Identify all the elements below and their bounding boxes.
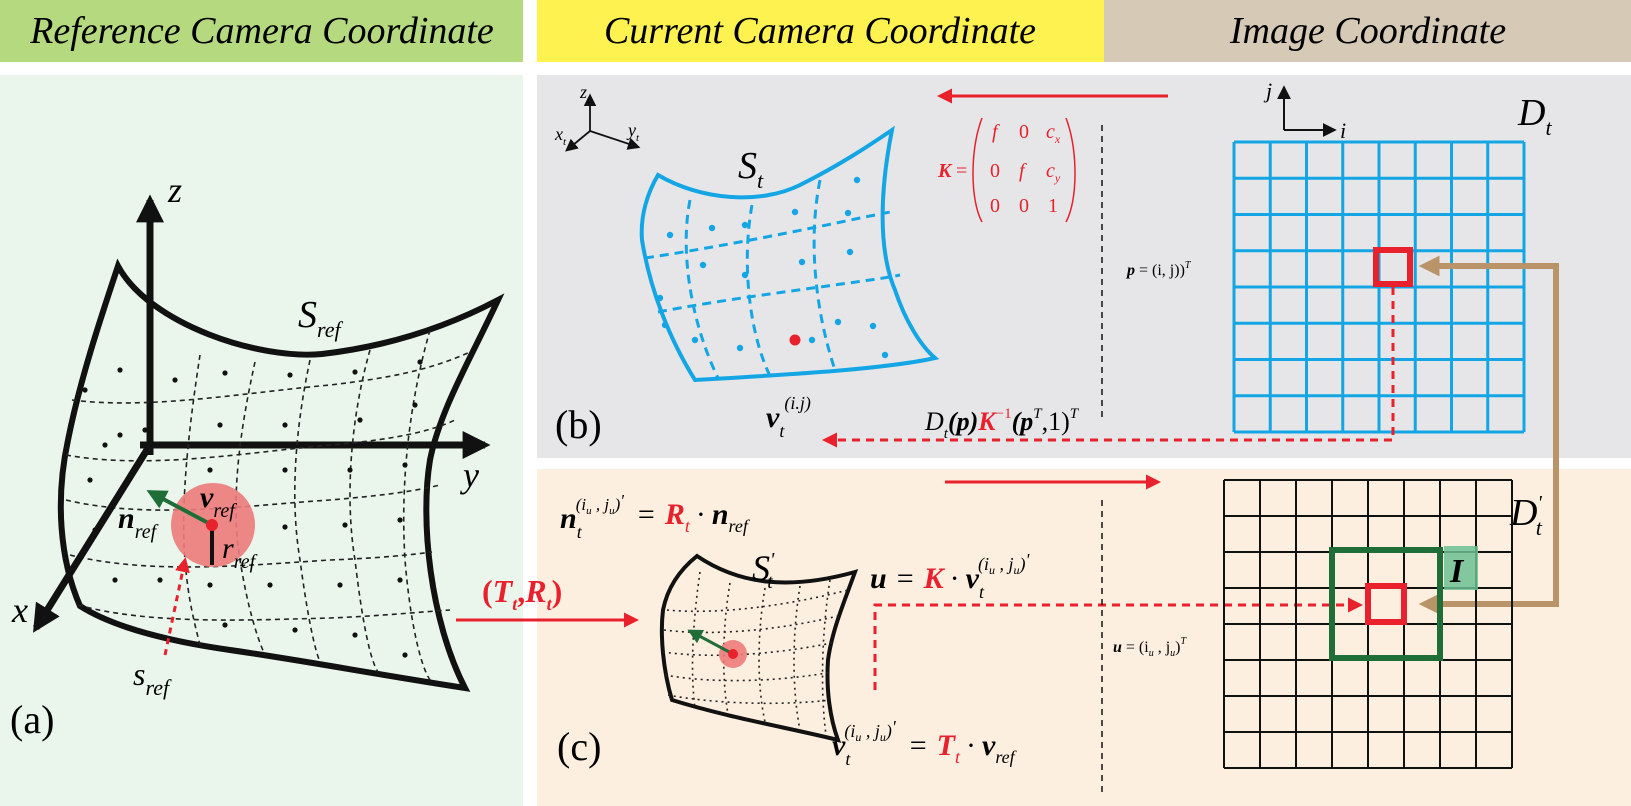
y-axis-label: y (460, 455, 479, 495)
k-matrix-eq: = (956, 160, 967, 182)
current-dots (656, 176, 889, 359)
image-header-bar (1104, 0, 1631, 62)
intensity-badge (1444, 546, 1478, 590)
sample-ref-label: sref (133, 656, 172, 700)
radius-ref-label: rref (222, 532, 258, 573)
u-eq: u=K·vt(iu , ju)' (870, 550, 1030, 602)
surface-t-prime-label: S't (752, 548, 775, 593)
current-header-title: Current Camera Coordinate (604, 10, 1036, 52)
normal-ref-label: nref (118, 502, 159, 543)
k-m12: cy (1046, 160, 1061, 185)
vertex-t-label: vt(i.j) (766, 393, 811, 441)
v-eq: vt(iu , ju)'=Tt·vref (832, 717, 1018, 769)
panel-b-label: (b) (555, 402, 602, 447)
panel-c-background (537, 469, 1631, 806)
transformed-mesh (662, 571, 849, 736)
panel-b: zt yt xt St K = f 0 cx 0 (554, 78, 1552, 448)
u-coord-label: u= (iu , ju)T (1113, 636, 1187, 659)
depth-t-prime-label: D't (1509, 492, 1543, 540)
projection-path (873, 597, 1363, 690)
transform-label: (Tt,Rt) (482, 573, 562, 614)
current-header-bar (537, 0, 1104, 62)
current-red-point (789, 334, 801, 346)
k-matrix-name: K (937, 160, 953, 182)
transform-arrow-group: (Tt,Rt) (456, 573, 639, 628)
k-m11: f (1019, 160, 1027, 182)
x-axis-label: x (11, 590, 28, 630)
camera-axes-t (565, 93, 641, 152)
reference-mesh (65, 329, 471, 681)
image-axis-i: i (1340, 118, 1346, 143)
normal-eq: nt(iu , ju)'=Rt·nref (560, 491, 751, 542)
vertex-point (206, 519, 218, 531)
intensity-label: I (1449, 553, 1465, 590)
k-m21: 0 (1019, 195, 1029, 217)
reference-surface (57, 258, 505, 692)
z-axis-label: z (167, 170, 182, 210)
x-axis (33, 443, 153, 633)
cam-y-label: yt (626, 120, 640, 144)
k-m00: f (992, 121, 1000, 143)
transformed-normal (687, 629, 734, 656)
tan-connector (1418, 255, 1559, 607)
reference-dots (82, 359, 423, 658)
transformed-surface (659, 553, 859, 743)
current-mesh (644, 179, 901, 379)
cam-z-label: zt (579, 82, 591, 106)
image-axis-j: j (1263, 78, 1272, 103)
panel-c: nt(iu , ju)'=Rt·nref S't u=K·vt(iu , ju)… (557, 474, 1543, 795)
panel-a-label: (a) (10, 697, 54, 742)
transformed-point (728, 649, 738, 659)
reference-header-bar (0, 0, 523, 62)
pixel-coord-label: p= (i, j))T (1125, 260, 1192, 279)
depth-t-label: Dt (1517, 92, 1552, 140)
vertex-ref-label: vref (200, 481, 237, 522)
k-m10: 0 (990, 160, 1000, 182)
normal-arrow (146, 490, 213, 527)
surface-t-label: St (738, 145, 764, 193)
k-m20: 0 (990, 195, 1000, 217)
image-axes (1277, 85, 1337, 137)
current-surface (639, 125, 940, 383)
backproject-eq: Dt(p)K−1(pT,1)T (924, 406, 1080, 442)
cam-x-label: xt (554, 124, 567, 148)
k-m01: 0 (1019, 121, 1029, 143)
surface-ref-label: Sref (298, 294, 344, 342)
selected-pixel-c (1365, 583, 1407, 625)
sample-ray (163, 557, 190, 656)
panel-a: z y x Sref vref nref rref sref (a) (10, 170, 505, 742)
intensity-window (1329, 547, 1443, 661)
panel-c-label: (c) (557, 724, 601, 769)
k-m02: cx (1046, 121, 1061, 146)
reference-header-title: Reference Camera Coordinate (29, 10, 494, 52)
panel-a-background (0, 75, 523, 806)
image-header-title: Image Coordinate (1229, 10, 1506, 52)
k-m22: 1 (1048, 195, 1058, 217)
selected-pixel-b (1373, 247, 1413, 287)
k-matrix: K = f 0 cx 0 f cy 0 0 1 (937, 117, 1076, 223)
